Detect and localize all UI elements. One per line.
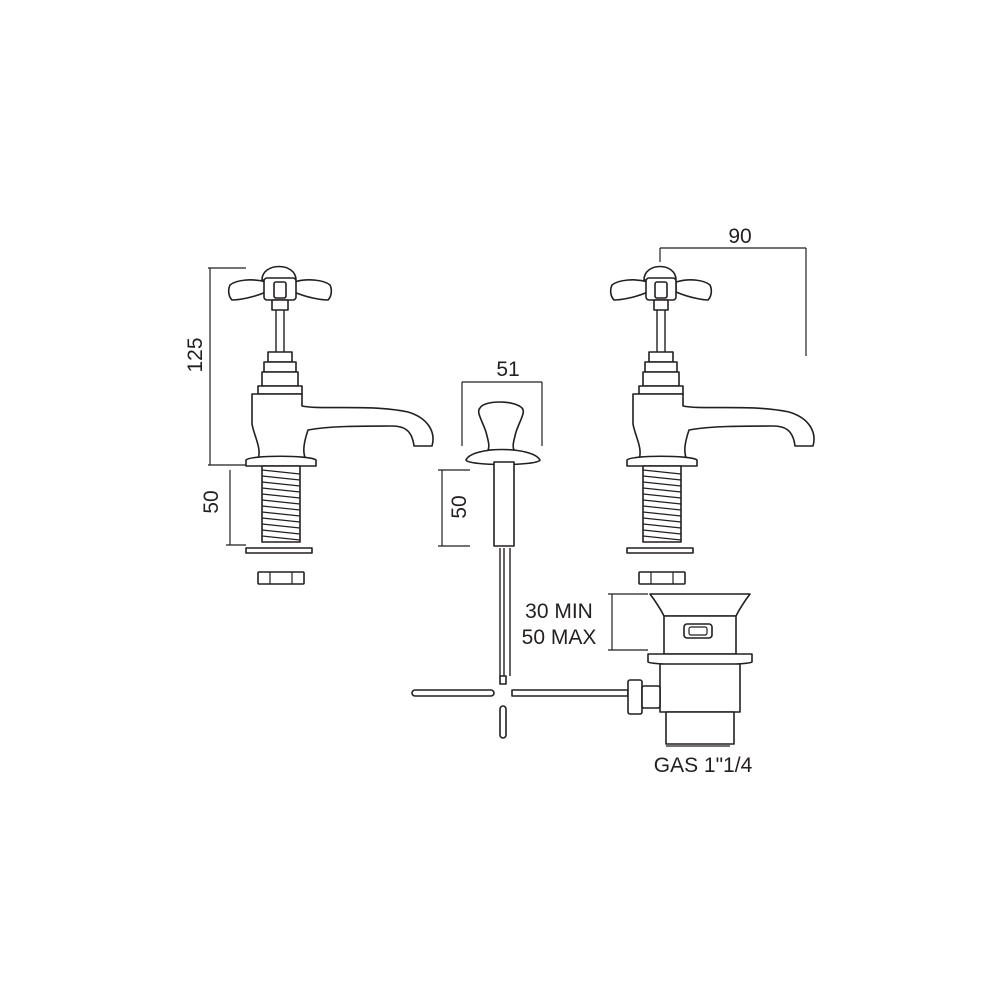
center-dimension-lines bbox=[438, 381, 543, 547]
waste-lower-body bbox=[665, 711, 735, 745]
left-tap-dimension-lines bbox=[208, 267, 246, 546]
left-height-label: 125 bbox=[184, 337, 207, 372]
range-min-label: 30 MIN bbox=[525, 600, 593, 623]
right-tap-spindle bbox=[638, 310, 684, 395]
knob-width-label: 51 bbox=[496, 358, 519, 381]
left-shank-label: 50 bbox=[200, 490, 223, 513]
center-popup-knob: 51 50 bbox=[411, 358, 629, 739]
waste-drain: 30 MIN 50 MAX GAS 1"1/4 bbox=[522, 593, 753, 777]
right-tap-body bbox=[632, 393, 815, 461]
right-width-label: 90 bbox=[728, 225, 751, 248]
waste-dimension-lines bbox=[608, 593, 730, 747]
waste-overflow-slot bbox=[683, 623, 713, 639]
thread-size-label: GAS 1"1/4 bbox=[654, 754, 753, 777]
left-tap-washer bbox=[245, 547, 313, 554]
waste-flange bbox=[649, 593, 751, 617]
center-shank-label: 50 bbox=[448, 495, 471, 518]
right-tap-cross-handle bbox=[609, 265, 713, 311]
right-tap-washer bbox=[626, 547, 694, 554]
left-tap-body bbox=[251, 393, 434, 461]
left-tap-spindle bbox=[257, 310, 303, 395]
linkage-rod bbox=[411, 675, 629, 739]
right-tap: 90 bbox=[609, 225, 815, 585]
right-tap-nut bbox=[638, 571, 686, 585]
knob-head bbox=[477, 401, 525, 451]
knob-base bbox=[465, 448, 541, 466]
left-tap-threaded-shank bbox=[261, 465, 301, 543]
left-tap-cross-handle bbox=[227, 265, 333, 311]
range-max-label: 50 MAX bbox=[522, 626, 597, 649]
linkage-connector bbox=[627, 679, 643, 715]
knob-rod bbox=[493, 461, 515, 547]
left-tap: 125 50 bbox=[184, 265, 434, 585]
right-tap-threaded-shank bbox=[642, 465, 682, 543]
left-tap-nut bbox=[257, 571, 305, 585]
right-tap-dimension-lines bbox=[659, 247, 807, 356]
